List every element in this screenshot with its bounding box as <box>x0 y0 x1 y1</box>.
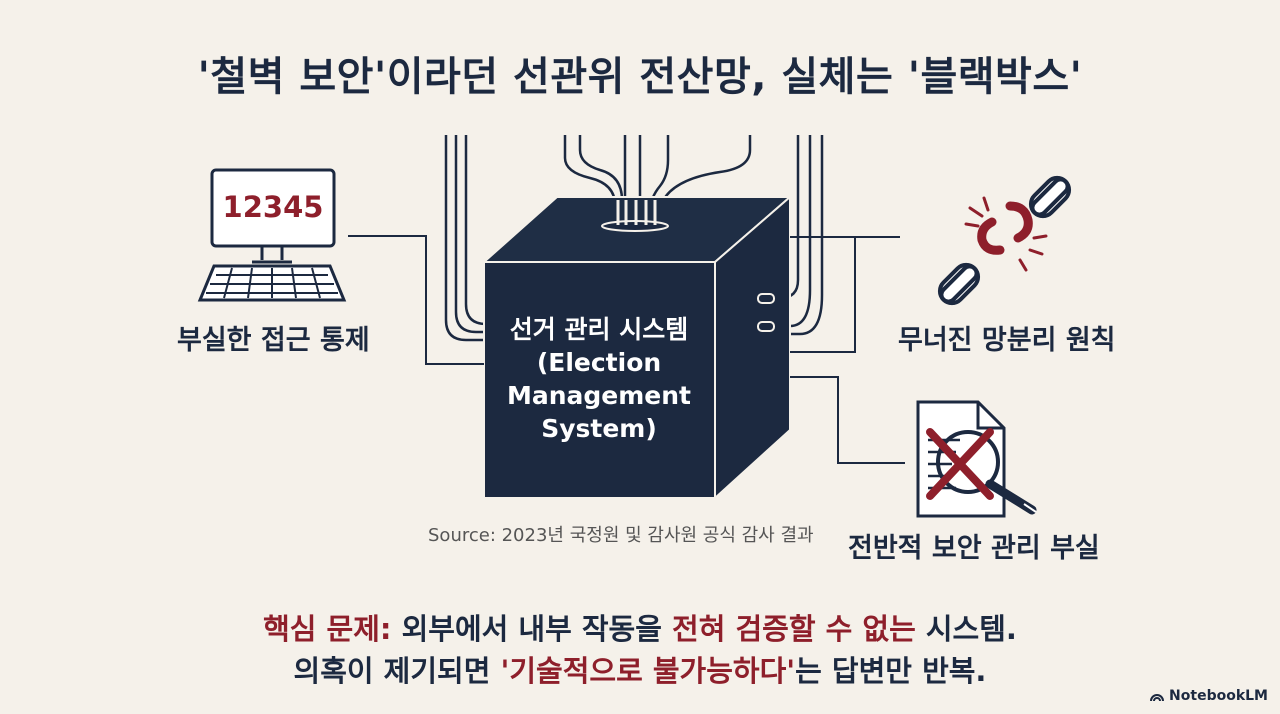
broken-chain-icon <box>937 175 1072 306</box>
source-note: Source: 2023년 국정원 및 감사원 공식 감사 결과 <box>428 525 814 546</box>
bottom-line1-part3: 전혀 검증할 수 없는 <box>672 612 916 646</box>
bottom-line1-part4: 시스템. <box>915 612 1017 646</box>
bottom-line1-part2: 외부에서 내부 작동을 <box>391 612 673 646</box>
box-label-line: (Election <box>536 348 662 377</box>
system-box-label: 선거 관리 시스템 (Election Management System) <box>484 313 714 445</box>
bottom-line1-part1: 핵심 문제: <box>263 612 392 646</box>
bottom-line2-part1: 의혹이 제기되면 <box>293 654 501 688</box>
bottom-line-2: 의혹이 제기되면 '기술적으로 불가능하다'는 답변만 반복. <box>0 648 1280 690</box>
connector-lines <box>348 235 905 464</box>
box-label-line: Management <box>506 381 692 410</box>
box-label-line: System) <box>541 414 657 443</box>
system-cube <box>481 194 793 501</box>
document-magnifier-x-icon <box>916 400 1037 518</box>
monitor-number: 12345 <box>222 190 324 224</box>
bottom-line2-part2: '기술적으로 불가능하다' <box>500 654 796 688</box>
computer-icon <box>197 168 347 302</box>
box-label-line: 선거 관리 시스템 <box>509 315 689 344</box>
brand-watermark: NotebookLM <box>1149 688 1268 704</box>
bottom-line-1: 핵심 문제: 외부에서 내부 작동을 전혀 검증할 수 없는 시스템. <box>0 606 1280 648</box>
brand-name: NotebookLM <box>1169 688 1268 704</box>
label-security-management: 전반적 보안 관리 부실 <box>848 533 1100 564</box>
label-network-separation: 무너진 망분리 원칙 <box>898 325 1116 356</box>
label-access-control: 부실한 접근 통제 <box>177 325 370 356</box>
bottom-line2-part3: 는 답변만 반복. <box>795 654 987 688</box>
notebooklm-logo-icon <box>1150 694 1165 702</box>
page-title: '철벽 보안'이라던 선관위 전산망, 실체는 '블랙박스' <box>197 54 1083 100</box>
cables-left <box>444 135 487 342</box>
